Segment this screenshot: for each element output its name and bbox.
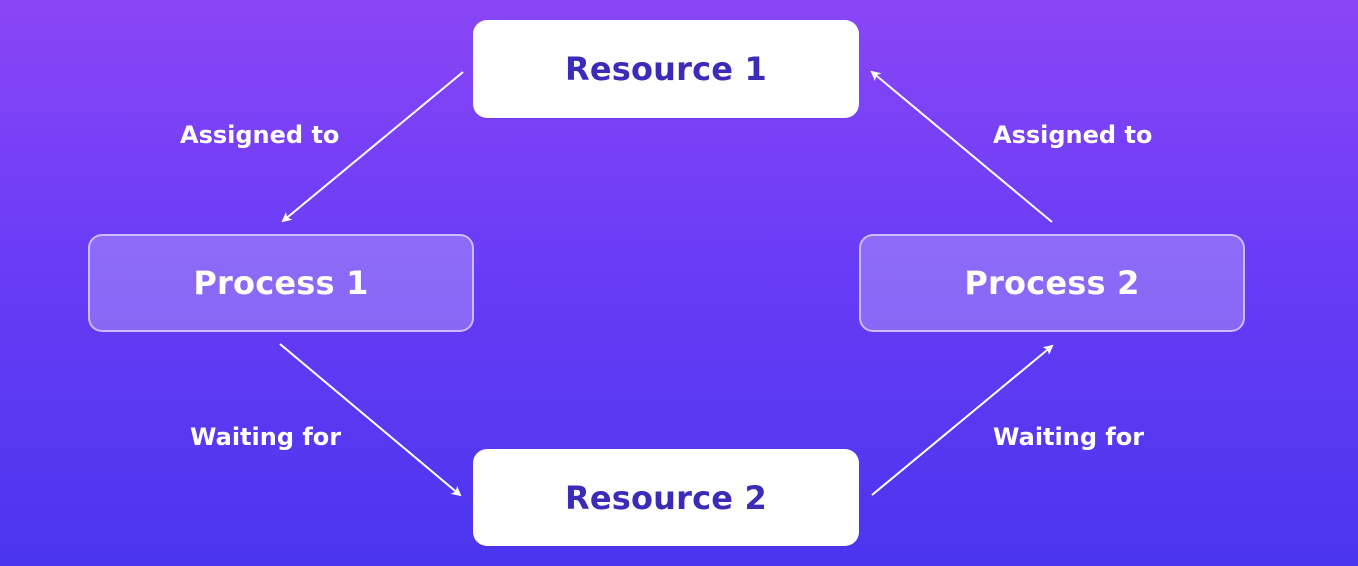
process-1-node: Process 1 [88,234,474,332]
process-1-label: Process 1 [193,264,369,302]
arrow-process1-to-resource2 [279,343,462,497]
edge-label-waiting-for-right: Waiting for [993,423,1145,451]
edge-label-assigned-to-left: Assigned to [180,121,340,149]
resource-2-node: Resource 2 [473,449,859,546]
edge-label-waiting-for-left: Waiting for [190,423,342,451]
arrow-process2-to-resource1 [870,70,1053,223]
arrow-resource1-to-process1 [281,71,464,223]
arrow-resource2-to-process2 [871,344,1054,496]
resource-1-node: Resource 1 [473,20,859,118]
edge-label-assigned-to-right: Assigned to [993,121,1153,149]
process-2-node: Process 2 [859,234,1245,332]
resource-1-label: Resource 1 [564,50,767,88]
process-2-label: Process 2 [964,264,1140,302]
resource-2-label: Resource 2 [564,478,767,517]
